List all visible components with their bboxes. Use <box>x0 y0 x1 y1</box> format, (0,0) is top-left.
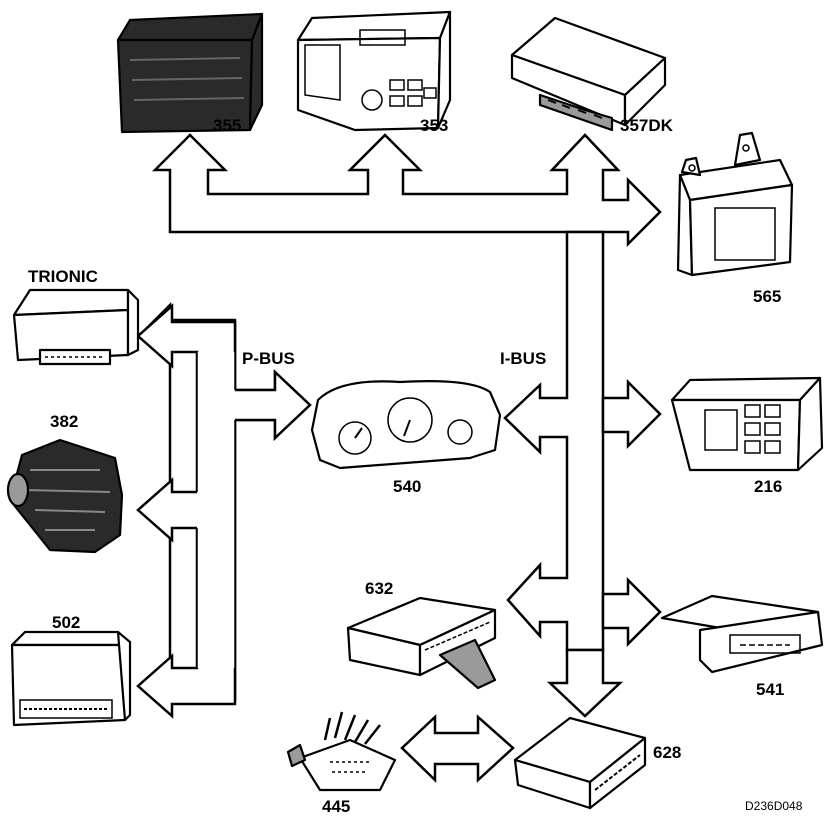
p-bus-label: P-BUS <box>242 349 295 368</box>
label-trionic: TRIONIC <box>28 267 98 286</box>
reference-code: D236D048 <box>745 799 803 813</box>
module-355-illustration <box>116 12 264 134</box>
label-353: 353 <box>420 116 448 135</box>
module-445-illustration <box>286 711 397 792</box>
i-bus-top-trunk <box>151 133 662 248</box>
i-bus-right-branch-216 <box>601 378 662 450</box>
i-bus-label: I-BUS <box>500 349 546 368</box>
i-bus-right-branch-541 <box>601 576 662 648</box>
link-445-628-arrow <box>400 714 515 783</box>
i-bus-arrows <box>151 133 662 783</box>
label-502: 502 <box>52 613 80 632</box>
label-541: 541 <box>756 680 784 699</box>
i-bus-down-arrow-628 <box>546 648 624 718</box>
module-357dk-illustration <box>510 16 667 132</box>
module-540-illustration <box>310 380 502 470</box>
module-628-illustration <box>513 716 647 810</box>
label-216: 216 <box>754 477 782 496</box>
p-bus-arrows-detail <box>136 303 312 719</box>
label-445: 445 <box>322 797 350 816</box>
module-353-illustration <box>296 10 452 132</box>
module-382-illustration <box>6 438 124 554</box>
module-216-illustration <box>670 376 824 472</box>
label-628: 628 <box>653 743 681 762</box>
label-632: 632 <box>365 579 393 598</box>
module-632-illustration <box>346 596 497 690</box>
module-502-illustration <box>10 630 132 727</box>
module-trionic-illustration <box>12 288 140 366</box>
label-382: 382 <box>50 412 78 431</box>
i-bus-left-trunk <box>503 230 605 652</box>
label-565: 565 <box>753 287 781 306</box>
module-565-illustration <box>676 131 794 277</box>
label-357dk: 357DK <box>620 116 674 135</box>
module-541-illustration <box>660 594 824 674</box>
label-355: 355 <box>213 116 241 135</box>
label-540: 540 <box>393 477 421 496</box>
